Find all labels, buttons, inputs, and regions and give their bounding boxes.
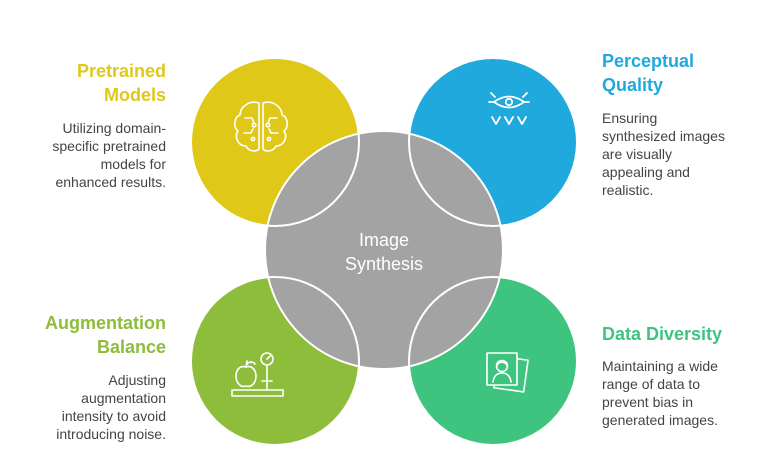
desc-augmentation-balance: Adjusting augmentation intensity to avoi… [56, 372, 166, 442]
center-label-line1: Image [359, 230, 409, 250]
apple-scale-icon [231, 352, 284, 397]
circle-image-synthesis [265, 131, 503, 369]
outline-data-diversity [408, 276, 578, 446]
desc-data-diversity: Maintaining a wide range of data to prev… [602, 358, 718, 428]
outline-image-synthesis [264, 130, 504, 370]
eye-scan-icon [488, 92, 530, 125]
outline-augmentation-balance [190, 276, 360, 446]
desc-pretrained-models: Utilizing domain- specific pretrained mo… [52, 120, 166, 190]
center-label-line2: Synthesis [345, 254, 423, 274]
portrait-photos-icon [486, 352, 529, 393]
title-perceptual-quality: Perceptual Quality [602, 51, 695, 95]
title-pretrained-models: Pretrained Models [76, 61, 166, 105]
outline-pretrained-models [190, 57, 360, 227]
desc-perceptual-quality: Ensuring synthesized images are visually… [602, 110, 725, 198]
title-data-diversity: Data Diversity [602, 324, 723, 344]
brain-circuit-icon [234, 101, 288, 152]
title-augmentation-balance: Augmentation Balance [45, 313, 166, 357]
outline-perceptual-quality [408, 57, 578, 227]
